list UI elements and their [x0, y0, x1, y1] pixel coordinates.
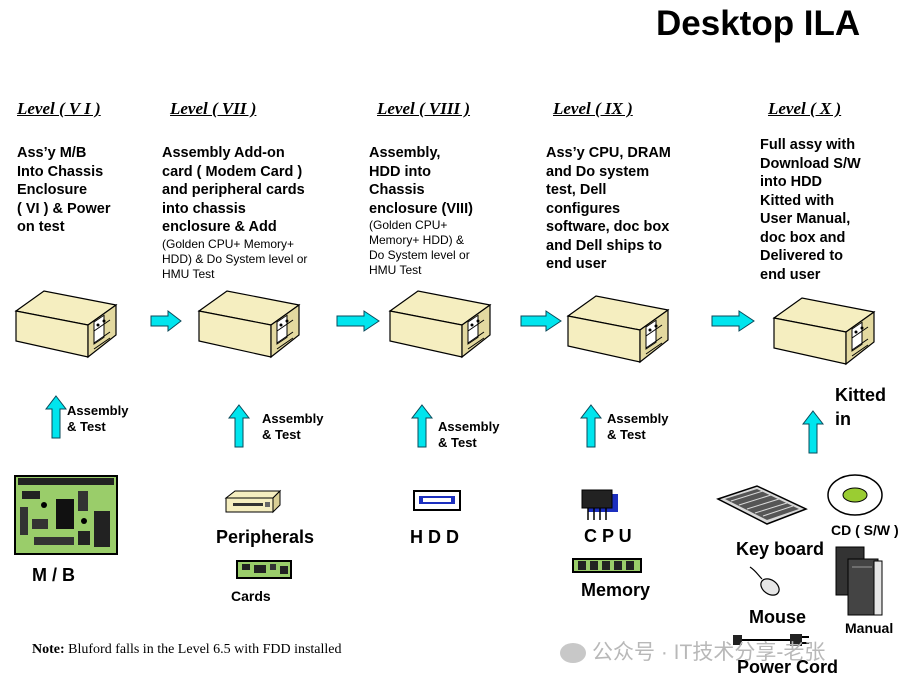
- component-label-cd: CD ( S/W ): [831, 522, 899, 538]
- level-9-header: Level ( IX ): [553, 99, 633, 118]
- footnote-text: Bluford falls in the Level 6.5 with FDD …: [64, 642, 342, 657]
- component-label-mouse: Mouse: [749, 607, 807, 627]
- hard-drive-icon: [413, 490, 461, 511]
- expansion-card-icon: [236, 560, 292, 579]
- up-arrow-icon: [227, 404, 251, 448]
- floppy-drive-icon: [224, 489, 282, 514]
- right-arrow-icon: [336, 310, 380, 332]
- right-arrow-icon: [520, 310, 562, 332]
- up-arrow-icon: [410, 404, 434, 448]
- mouse-icon: [749, 566, 780, 596]
- right-arrow-icon: [711, 310, 755, 332]
- arrow-label-level-9: Assembly& Test: [607, 411, 669, 442]
- up-arrow-icon: [801, 410, 825, 454]
- manual-book-icon: [835, 546, 883, 616]
- motherboard-icon: [14, 475, 118, 555]
- component-label-mb: M / B: [32, 565, 75, 585]
- page-title: Desktop ILA: [656, 4, 861, 43]
- cd-disc-icon: [827, 474, 883, 516]
- footnote-label: Note:: [32, 642, 65, 657]
- component-label-cpu: C P U: [584, 526, 632, 546]
- arrow-label-level-6: Assembly& Test: [67, 403, 129, 434]
- power-cord-icon: [733, 634, 809, 646]
- component-label-keyboard: Key board: [736, 539, 825, 559]
- component-label-cards: Cards: [231, 588, 271, 604]
- up-arrow-icon: [579, 404, 603, 448]
- component-label-power-cord: Power Cord: [737, 657, 839, 677]
- component-label-memory: Memory: [581, 580, 651, 600]
- cpu-icon: [581, 489, 618, 520]
- component-label-hdd: H D D: [410, 527, 459, 547]
- level-6-header: Level ( V I ): [17, 99, 101, 118]
- up-arrow-icon: [44, 395, 68, 439]
- level-10-header: Level ( X ): [768, 99, 842, 118]
- chassis-icon-level-7: [197, 290, 301, 359]
- wechat-icon: [560, 643, 586, 664]
- keyboard-icon: [716, 485, 808, 525]
- component-label-manual: Manual: [845, 620, 894, 636]
- arrow-label-level-7: Assembly& Test: [262, 411, 324, 442]
- level-8-header: Level ( VIII ): [377, 99, 471, 118]
- watermark: 公众号 · IT技术分享-老张: [560, 636, 825, 666]
- chassis-icon-level-9: [566, 295, 670, 364]
- footnote: Note: Bluford falls in the Level 6.5 wit…: [32, 642, 342, 658]
- memory-module-icon: [572, 558, 642, 573]
- right-arrow-icon: [150, 309, 182, 333]
- chassis-icon-level-10: [772, 297, 876, 366]
- component-label-peripherals: Peripherals: [216, 527, 315, 547]
- arrow-label-level-8: Assembly& Test: [438, 419, 500, 450]
- level-7-header: Level ( VII ): [170, 99, 257, 118]
- chassis-icon-level-8: [388, 290, 492, 359]
- chassis-icon-level-6: [14, 290, 118, 359]
- watermark-text: 公众号 · IT技术分享-老张: [592, 641, 826, 664]
